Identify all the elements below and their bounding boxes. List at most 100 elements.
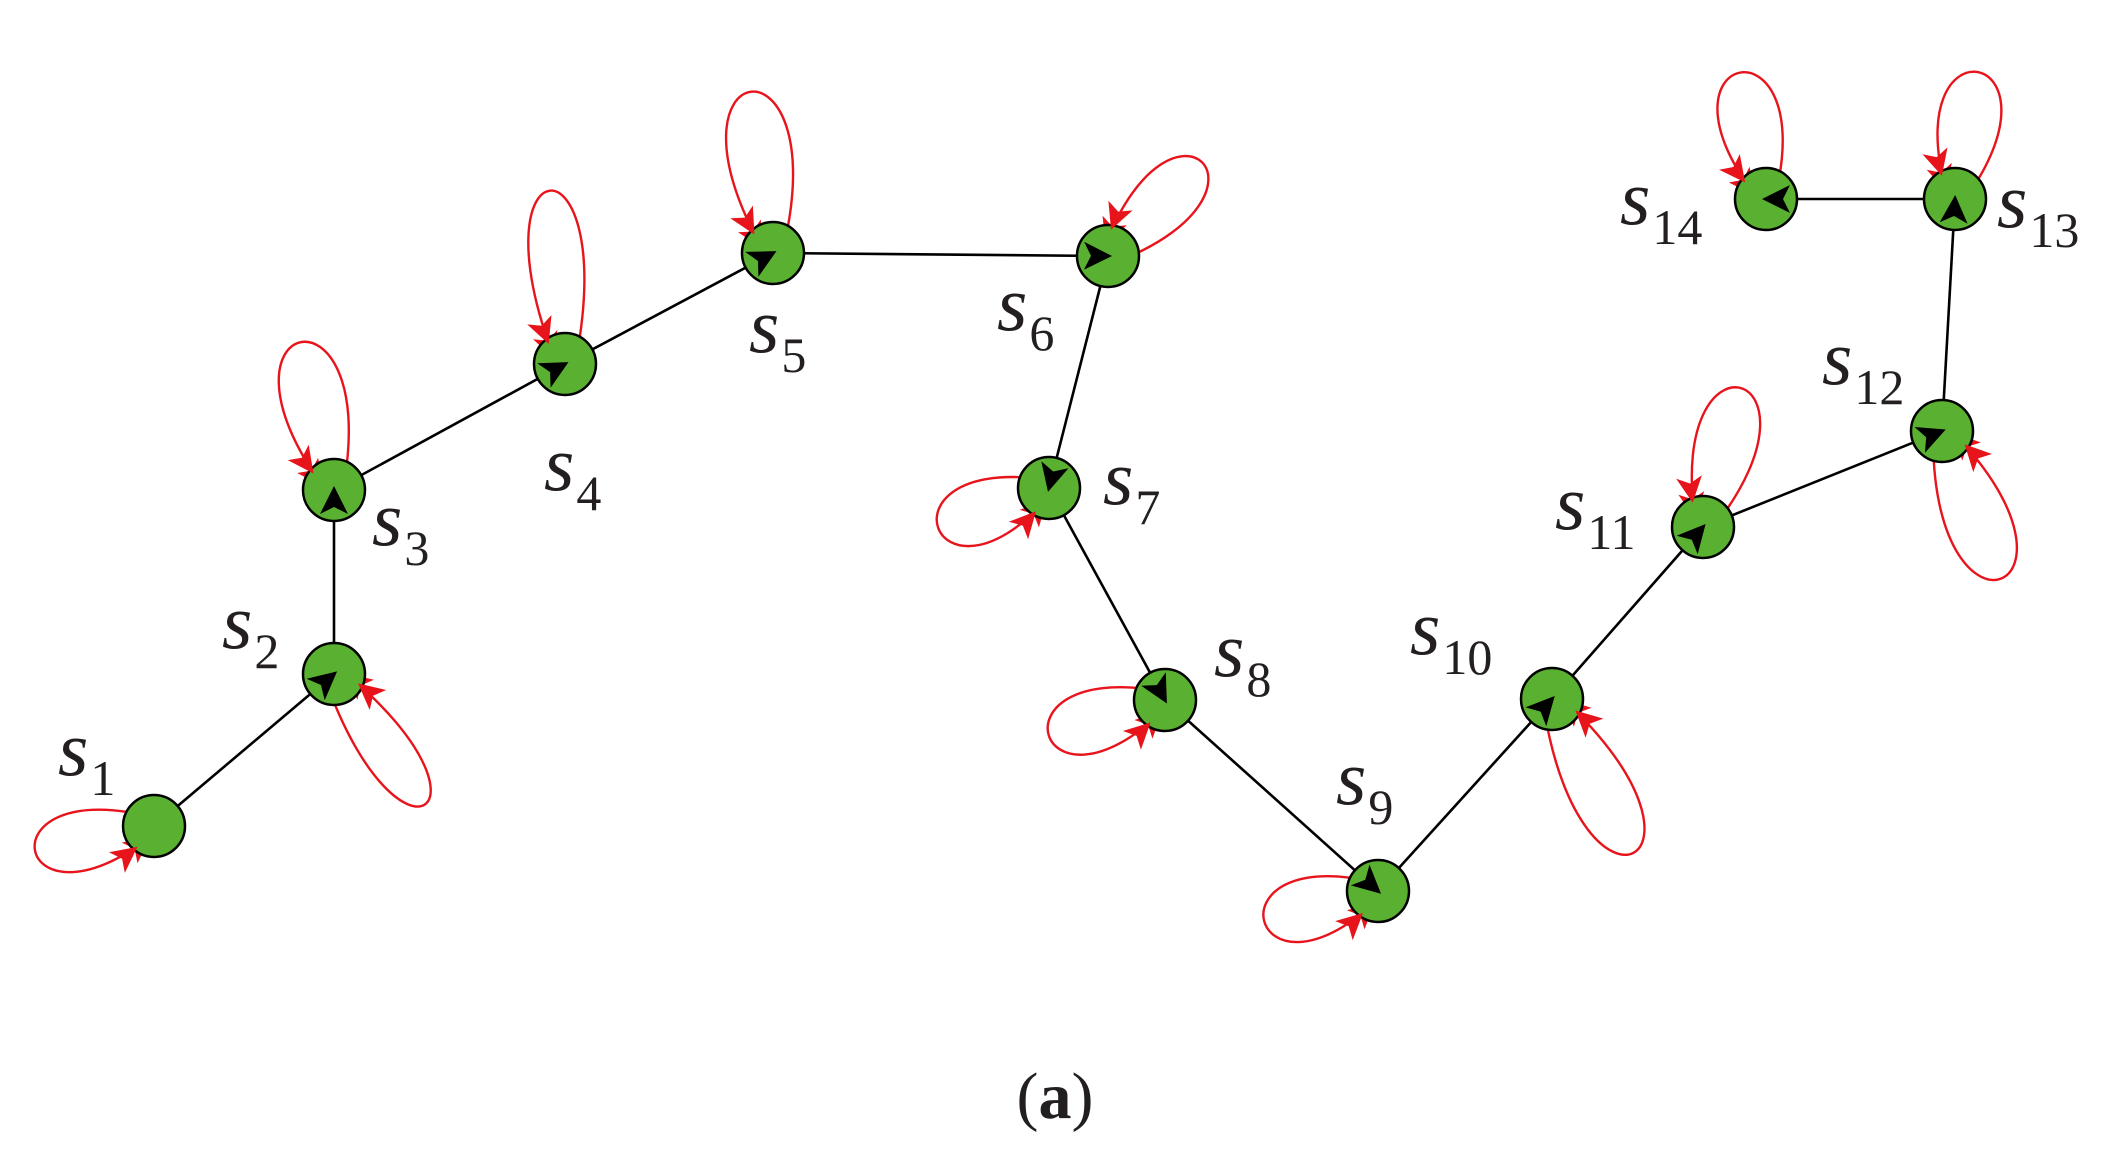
state-label-s5: s5 [749, 282, 806, 383]
self-loop-curve-s14 [1716, 71, 1784, 196]
transition-arrowhead-s9-s10 [1525, 696, 1555, 727]
self-loop-arrowhead-top-s14 [1719, 154, 1746, 183]
self-loop-arrowhead-top-s1 [109, 846, 138, 873]
self-loop-curve-s10 [1543, 698, 1646, 856]
transition-arrowhead-s11-s12 [1914, 427, 1946, 453]
transition-arrowhead-s2-s3 [320, 486, 348, 514]
state-label-s14: s14 [1620, 154, 1702, 255]
transition-line [772, 251, 1105, 258]
state-label-symbol: s [1103, 434, 1133, 521]
state-label-symbol: s [1555, 459, 1585, 546]
state-label-symbol: s [222, 578, 252, 665]
self-loop-arrowhead-top-s9 [1335, 913, 1363, 941]
self-loop-arrowhead-top-s3 [287, 444, 314, 474]
self-loop-curve-s2 [326, 672, 432, 808]
state-label-s3: s3 [372, 475, 429, 576]
transition-s9-s10 [1377, 696, 1555, 892]
state-label-subscript: 10 [1442, 629, 1492, 685]
self-loop-arrowhead-top-s13 [1922, 147, 1948, 176]
state-label-symbol: s [1620, 154, 1650, 241]
state-label-subscript: 3 [404, 520, 429, 576]
self-loop-curve-s7 [935, 475, 1048, 548]
figure-caption: (a) [1017, 1060, 1094, 1133]
state-label-s4: s4 [544, 420, 601, 521]
state-label-symbol: s [1336, 734, 1366, 821]
transition-arrowhead-s8-s9 [1350, 864, 1381, 894]
transition-s5-s6 [772, 241, 1112, 270]
states [109, 147, 1992, 941]
state-label-s10: s10 [1410, 584, 1492, 685]
transition-arrowhead-s5-s6 [1083, 241, 1112, 270]
transition-line [333, 364, 563, 492]
state-label-s1: s1 [58, 705, 115, 806]
self-loop-arrowhead-top-s4 [527, 315, 552, 344]
self-loop-arrowhead-top-s8 [1122, 722, 1151, 750]
self-loop-curve-s13 [1936, 70, 2003, 196]
self-loop-curve-s3 [277, 340, 350, 488]
transition-arrowhead-s6-s7 [1041, 461, 1069, 492]
state-label-s6: s6 [997, 260, 1054, 361]
transition-line [1164, 699, 1376, 890]
state-label-s2: s2 [222, 578, 279, 679]
state-label-subscript: 14 [1652, 199, 1702, 255]
state-label-subscript: 8 [1246, 651, 1271, 707]
self-loop-curve-s1 [33, 808, 151, 874]
transition-line [1940, 202, 1957, 432]
state-label-subscript: 11 [1587, 504, 1635, 560]
self-loop-arrowhead-top-s2 [358, 683, 387, 710]
state-label-subscript: 6 [1029, 305, 1054, 361]
self-loop-curve-s4 [527, 189, 586, 360]
transition-line [1048, 255, 1110, 485]
transition-arrowhead-s13-s14 [1762, 185, 1790, 213]
state-label-s13: s13 [1997, 157, 2079, 258]
self-loop-curve-s11 [1690, 386, 1762, 526]
self-loop-arrowhead-top-s6 [1108, 200, 1133, 230]
self-loop-arrowhead-top-s11 [1676, 475, 1702, 503]
transition-arrowhead-s12-s13 [1939, 195, 1968, 224]
transition-arrowhead-s3-s4 [537, 362, 569, 388]
state-label-symbol: s [58, 705, 88, 792]
state-node-s1 [121, 793, 187, 859]
transition-line [1377, 701, 1551, 892]
self-loop-curve-s5 [724, 90, 795, 250]
state-label-s9: s9 [1336, 734, 1393, 835]
self-loop-curve-s6 [1104, 154, 1210, 262]
transition-arrowhead-s4-s5 [745, 251, 777, 277]
state-label-s7: s7 [1103, 434, 1160, 535]
transition-line [1551, 529, 1702, 700]
state-label-subscript: 13 [2029, 202, 2079, 258]
state-label-s8: s8 [1214, 606, 1271, 707]
self-loop-arrowhead-top-s10 [1575, 710, 1604, 738]
self-loop-curve-s12 [1931, 431, 2018, 582]
self-loop-arrowhead-top-s12 [1964, 444, 1992, 473]
transition-line [1047, 487, 1165, 698]
state-label-subscript: 1 [90, 750, 115, 806]
state-label-symbol: s [997, 260, 1027, 347]
transition-arrowhead-s7-s8 [1141, 672, 1167, 704]
state-label-symbol: s [749, 282, 779, 369]
transition-line [153, 675, 332, 827]
state-label-subscript: 7 [1135, 479, 1160, 535]
state-label-symbol: s [1214, 606, 1244, 693]
state-label-subscript: 4 [576, 465, 601, 521]
transition-arrowhead-s10-s11 [1676, 524, 1706, 555]
transition-arrowhead-s1-s2 [306, 671, 338, 701]
state-label-subscript: 9 [1368, 779, 1393, 835]
self-loop-arrowhead-top-s5 [730, 205, 755, 235]
state-label-s11: s11 [1555, 459, 1636, 560]
transition-line [1702, 431, 1939, 529]
state-label-subscript: 12 [1854, 359, 1904, 415]
self-loop-curve-s8 [1046, 686, 1164, 756]
self-loop-curve-s9 [1262, 875, 1376, 944]
self-loop-arrowhead-top-s7 [1008, 511, 1036, 540]
transition-line [564, 253, 771, 366]
state-label-symbol: s [372, 475, 402, 562]
transition-s3-s4 [333, 362, 569, 492]
state-label-symbol: s [1997, 157, 2027, 244]
state-label-subscript: 2 [254, 623, 279, 679]
state-label-subscript: 5 [781, 327, 806, 383]
state-label-symbol: s [1822, 314, 1852, 401]
transition-s11-s12 [1702, 427, 1946, 529]
state-label-symbol: s [544, 420, 574, 507]
